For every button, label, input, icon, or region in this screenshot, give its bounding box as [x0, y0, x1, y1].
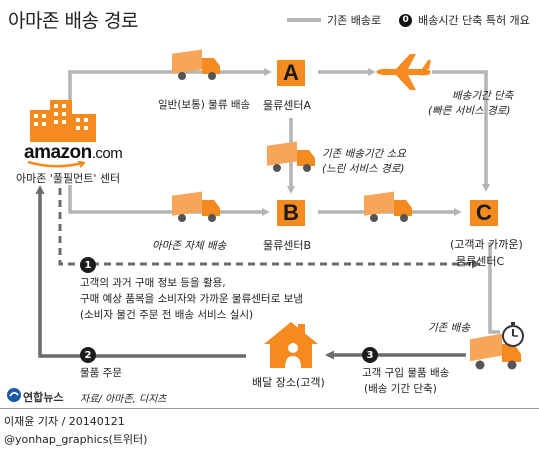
route-label-slow-note: (느린 서비스 경로) [322, 163, 405, 175]
amazon-logo-word: amazon [24, 142, 92, 163]
center-b-icon: B [277, 200, 305, 226]
step-1-line3: (소비자 물건 주문 전 배송 서비스 실시) [80, 309, 254, 321]
step-3-line2: (배송 기간 단축) [364, 383, 437, 395]
legend: 기존 배송로 0 배송시간 단축 특허 개요 [287, 12, 530, 28]
source-credit: 자료/ 아마존, 디지츠 [80, 394, 167, 405]
origin-label: 아마존 '풀필먼트' 센터 [16, 172, 121, 185]
center-a-label: 물류센터A [263, 99, 312, 112]
route-label-own: 아마존 자체 배송 [152, 240, 227, 252]
house-icon [264, 322, 318, 368]
legend-number-icon: 0 [399, 13, 413, 27]
step-1-line2: 구매 예상 품목을 소비자와 가까운 물류센터로 보냄 [80, 293, 303, 305]
page-title: 아마존 배송 경로 [8, 10, 138, 32]
step-3-badge: 3 [362, 347, 378, 363]
center-a-icon: A [277, 60, 305, 86]
route-existing-delivery [488, 242, 500, 334]
route-label-short: 배송기간 단축 [452, 90, 514, 102]
route-step1-dashed [58, 188, 481, 269]
route-origin-to-b [68, 185, 270, 216]
step-1-badge: 1 [80, 257, 96, 273]
truck-icon-delivery [470, 333, 521, 370]
legend-line-swatch [287, 18, 321, 22]
legend-number-label: 배송시간 단축 특허 개요 [418, 14, 530, 27]
truck-icon-general [172, 49, 220, 80]
amazon-smile-icon [27, 161, 86, 168]
footer-twitter: @yonhap_graphics(트위터) [4, 433, 148, 446]
amazon-logo-suffix: .com [91, 145, 123, 162]
footer-divider [0, 408, 539, 409]
center-b-label: 물류센터B [263, 239, 312, 252]
stopwatch-icon [502, 322, 524, 347]
legend-line-label: 기존 배송로 [327, 14, 382, 27]
step-2-label: 물품 주문 [80, 367, 122, 379]
amazon-logo: amazon.com [24, 142, 123, 168]
truck-icon-b-to-c [364, 191, 412, 222]
center-c-label-line2: 물류센터C [456, 255, 505, 268]
center-c-icon: C [470, 200, 498, 226]
route-label-short-note: (빠른 서비스 경로) [428, 105, 511, 117]
truck-icon-slow [267, 141, 315, 172]
warehouse-building-icon [30, 100, 96, 142]
destination-label: 배달 장소(고객) [252, 376, 325, 389]
route-label-existing: 기존 배송 [428, 322, 470, 334]
route-label-slow: 기존 배송기간 소요 [322, 148, 406, 160]
step-1-line1: 고객의 과거 구매 정보 등을 활용, [80, 277, 226, 289]
route-step2 [35, 185, 246, 358]
yonhap-logo-icon [7, 388, 21, 402]
step-3-line1: 고객 구입 물품 배송 [362, 367, 450, 379]
route-plane-to-c [432, 70, 490, 192]
truck-icon-own [172, 191, 220, 222]
step-2-badge: 2 [80, 347, 96, 363]
center-c-label-line1: (고객과 가까운) [450, 238, 523, 251]
route-label-general: 일반(보통) 물류 배송 [158, 99, 251, 111]
agency-name: 연합뉴스 [23, 391, 64, 404]
airplane-icon [376, 54, 431, 90]
footer-reporter: 이재윤 기자 / 20140121 [4, 415, 125, 428]
